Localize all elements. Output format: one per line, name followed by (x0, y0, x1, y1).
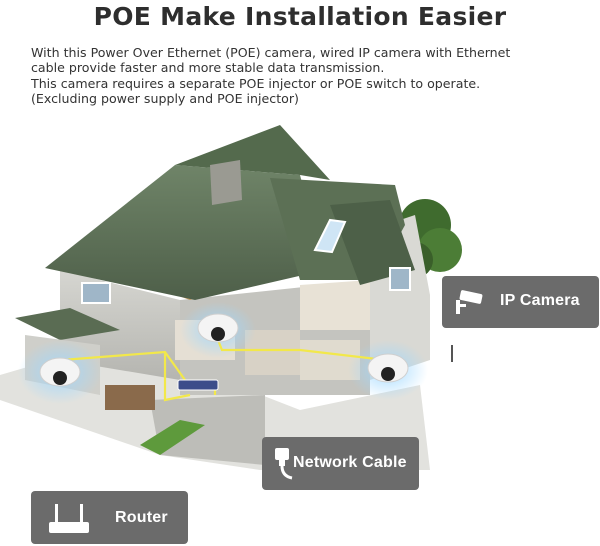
lawn (140, 420, 205, 455)
dome-camera-left (39, 357, 81, 387)
ethernet-cables (61, 339, 386, 402)
description-line: With this Power Over Ethernet (POE) came… (31, 45, 511, 60)
security-camera-icon (456, 290, 483, 314)
dome-camera-center (197, 313, 239, 343)
basement (150, 395, 265, 465)
dome-camera-right (367, 353, 409, 383)
chimney (210, 160, 242, 205)
description-line: This camera requires a separate POE inje… (31, 75, 481, 91)
upper-room (300, 280, 370, 330)
router-label: Router (31, 491, 188, 544)
house-illustration (0, 125, 462, 470)
ethernet-plug-icon (275, 448, 293, 480)
ip-camera-label: IP Camera (442, 276, 599, 328)
annex-roof (15, 308, 120, 340)
dormer-roof (330, 200, 415, 285)
description: With this Power Over Ethernet (POE) came… (31, 45, 591, 106)
ip-camera-text: IP Camera (500, 292, 580, 309)
description-line: cable provide faster and more stable dat… (31, 60, 385, 76)
network-cable-text: Network Cable (293, 454, 407, 471)
poe-switch (177, 379, 219, 391)
main-roof (45, 165, 325, 300)
router-icon (49, 504, 89, 533)
description-line: (Excluding power supply and POE injector… (31, 90, 299, 106)
skylight (313, 218, 347, 254)
page-title: POE Make Installation Easier (93, 2, 507, 31)
router-text: Router (115, 509, 168, 526)
network-cable-label: Network Cable (262, 437, 419, 490)
